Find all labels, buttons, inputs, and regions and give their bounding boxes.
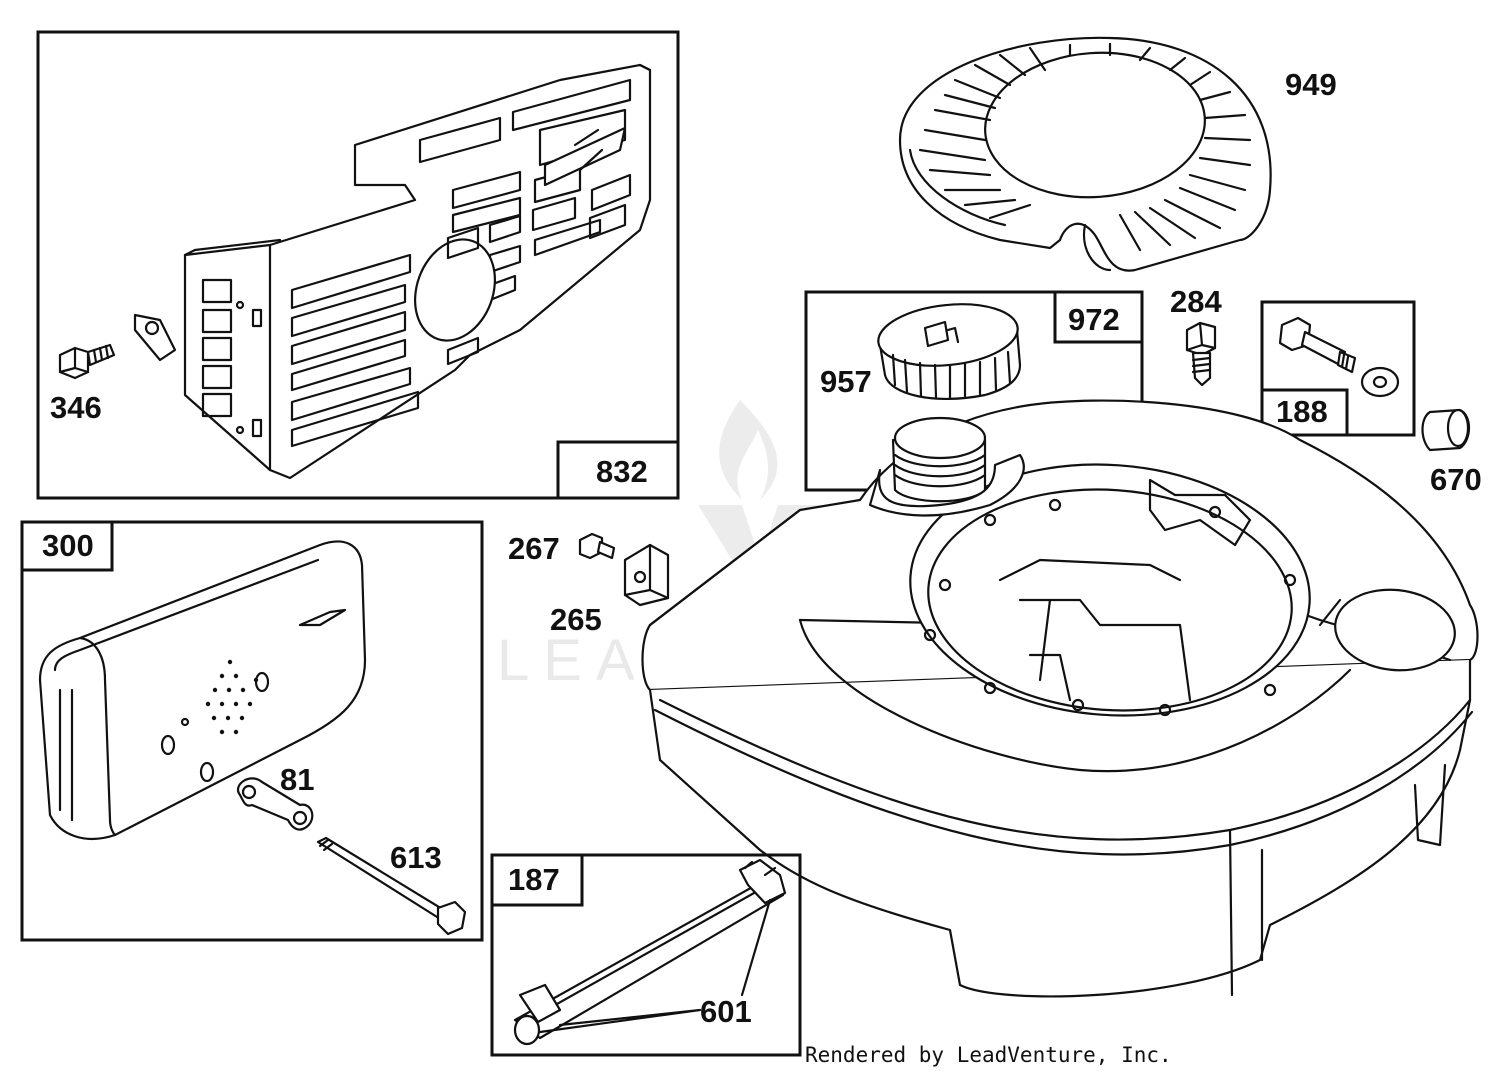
label-957: 957 (820, 364, 872, 399)
fuel-cap-957 (877, 303, 1022, 401)
guard-part (133, 63, 652, 480)
bolt-284: 284 (1170, 284, 1222, 387)
label-613: 613 (390, 840, 442, 875)
group-188: 188 (1260, 300, 1416, 437)
label-188: 188 (1276, 394, 1328, 429)
tag-188 (1260, 388, 1349, 437)
lockplate-81 (237, 777, 314, 831)
label-265: 265 (550, 602, 602, 637)
frame-832 (36, 30, 680, 500)
rendered-by-credit: Rendered by LeadVenture, Inc. (805, 1043, 1172, 1067)
watermark-flame-icon (719, 400, 778, 500)
tag-300 (20, 520, 114, 572)
label-267: 267 (508, 531, 560, 566)
label-187: 187 (508, 862, 560, 897)
tag-972 (1053, 290, 1144, 344)
group-972: 972 957 (804, 290, 1144, 492)
group-300: 300 81 (20, 520, 484, 942)
clip-265: 265 (550, 543, 670, 637)
recoil-cover-949: 949 (898, 36, 1337, 272)
screw-613 (316, 836, 467, 936)
shoulder-bolt-188 (1278, 316, 1357, 374)
fuel-line-187 (513, 858, 787, 1046)
spacer-670: 670 (1421, 408, 1482, 497)
tag-832 (556, 440, 680, 500)
label-284: 284 (1170, 284, 1222, 319)
label-81: 81 (280, 762, 314, 797)
muffler-300 (38, 540, 367, 840)
fuel-tank (641, 399, 1479, 998)
bolt-346: 346 (50, 343, 116, 425)
bolt-267: 267 (508, 531, 616, 566)
washer-188 (1360, 366, 1400, 398)
label-832: 832 (596, 454, 648, 489)
label-670: 670 (1430, 462, 1482, 497)
tag-187 (490, 853, 584, 907)
label-972: 972 (1068, 302, 1120, 337)
label-346: 346 (50, 390, 102, 425)
group-187: 187 601 (490, 853, 802, 1057)
label-601: 601 (700, 994, 752, 1029)
frame-300 (20, 520, 484, 942)
label-949: 949 (1285, 67, 1337, 102)
group-832: 832 (36, 30, 680, 500)
frame-187 (490, 853, 802, 1057)
label-300: 300 (42, 528, 94, 563)
